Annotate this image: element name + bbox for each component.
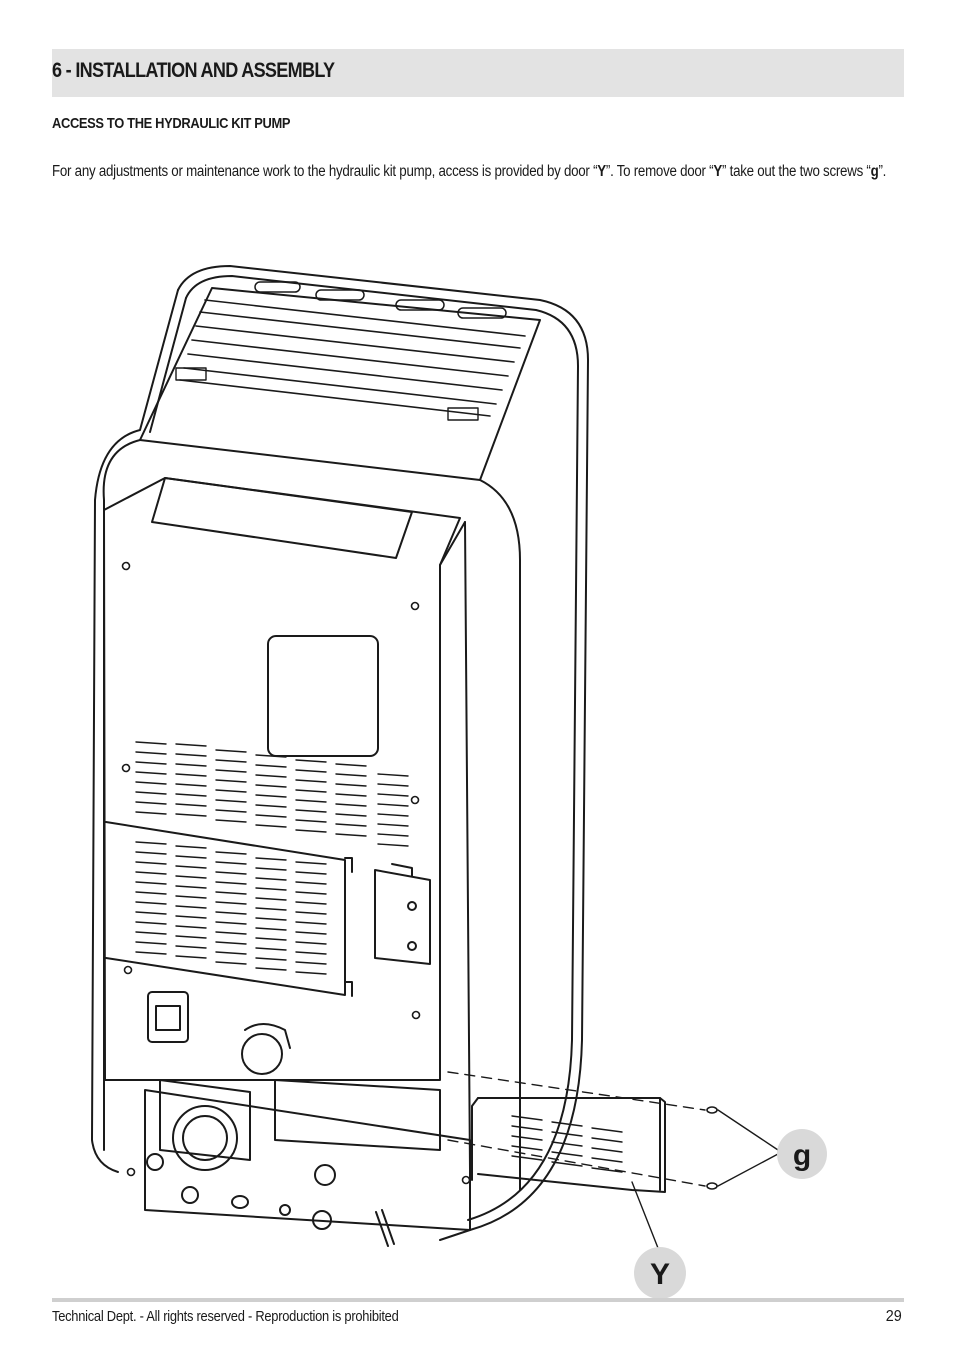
section-title: 6 - INSTALLATION AND ASSEMBLY — [52, 59, 335, 82]
leader-line-y — [631, 1181, 659, 1249]
door-louvres — [511, 1115, 623, 1173]
power-socket — [147, 991, 189, 1043]
paragraph-text-2: ”. To remove door “ — [605, 163, 714, 180]
assembly-dashed-lines — [447, 1071, 706, 1187]
leader-line-g — [717, 1109, 779, 1187]
paragraph-text-4: ”. — [878, 163, 887, 180]
mounting-bracket — [374, 869, 431, 965]
lower-louvres — [135, 841, 327, 975]
callout-g-label: g — [793, 1139, 811, 1172]
paragraph-text-3: ” take out the two screws “ — [721, 163, 871, 180]
paragraph-text-1: For any adjustments or maintenance work … — [52, 163, 598, 180]
subsection-title: ACCESS TO THE HYDRAULIC KIT PUMP — [52, 115, 291, 132]
door-label-1: Y — [597, 163, 606, 180]
inspection-window — [267, 635, 379, 757]
top-vent-slots — [254, 281, 507, 319]
stove-outer-shell — [177, 265, 589, 1241]
top-grille — [179, 299, 526, 417]
section-header-bar: 6 - INSTALLATION AND ASSEMBLY — [52, 49, 904, 97]
hydraulic-door-y — [477, 1097, 666, 1193]
lower-plate — [144, 1089, 471, 1231]
top-face — [139, 287, 541, 481]
footer-text: Technical Dept. - All rights reserved - … — [52, 1308, 399, 1325]
pipe-fitting-main — [172, 1105, 238, 1171]
screws-g — [706, 1106, 718, 1190]
upper-fitting — [241, 1033, 283, 1075]
page-number: 29 — [885, 1308, 902, 1325]
screw-label: g — [870, 163, 879, 180]
upper-louvres — [135, 741, 409, 847]
back-panel — [103, 477, 461, 1081]
instructions-paragraph: For any adjustments or maintenance work … — [52, 160, 903, 184]
lower-grille-panel — [105, 821, 346, 996]
callout-y-label: Y — [650, 1258, 670, 1291]
stove-rear-diagram: g Y — [91, 265, 827, 1299]
callout-y: Y — [634, 1247, 686, 1299]
door-label-2: Y — [713, 163, 722, 180]
panel-screws — [121, 561, 471, 1185]
footer-rule — [52, 1298, 904, 1302]
callout-g: g — [777, 1129, 827, 1179]
